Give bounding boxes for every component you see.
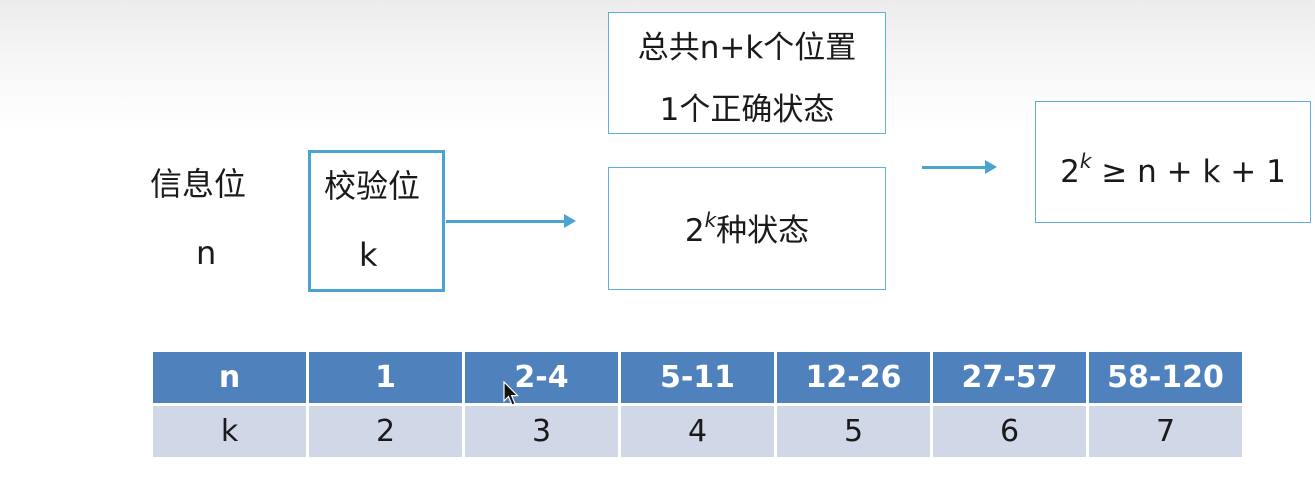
k-row-label: k bbox=[153, 406, 306, 457]
arrow-to-result bbox=[922, 160, 997, 174]
result-rhs: ≥ n + k + 1 bbox=[1091, 154, 1286, 190]
k-cell: 4 bbox=[621, 406, 774, 457]
positions-box: 总共n+k个位置 1个正确状态 bbox=[608, 12, 886, 134]
n-row-label: n bbox=[153, 352, 306, 403]
info-bits-value: n bbox=[196, 234, 217, 272]
n-cell: 2-4 bbox=[465, 352, 618, 403]
k-cell: 7 bbox=[1089, 406, 1242, 457]
positions-line-2: 1个正确状态 bbox=[659, 92, 835, 128]
result-formula: 2k ≥ n + k + 1 bbox=[1036, 151, 1310, 190]
check-bits-label: 校验位 bbox=[324, 167, 421, 205]
k-cell: 6 bbox=[933, 406, 1086, 457]
n-cell: 27-57 bbox=[933, 352, 1086, 403]
k-cell: 2 bbox=[309, 406, 462, 457]
n-row: n 1 2-4 5-11 12-26 27-57 58-120 bbox=[153, 352, 1242, 403]
result-base: 2 bbox=[1060, 154, 1080, 190]
states-base: 2 bbox=[684, 213, 705, 249]
n-cell: 1 bbox=[309, 352, 462, 403]
n-cell: 12-26 bbox=[777, 352, 930, 403]
k-cell: 3 bbox=[465, 406, 618, 457]
states-box: 2k种状态 bbox=[608, 167, 886, 290]
states-text: 2k种状态 bbox=[609, 210, 885, 249]
info-bits-label: 信息位 bbox=[150, 165, 247, 203]
check-bits-value: k bbox=[359, 236, 378, 274]
k-cell: 5 bbox=[777, 406, 930, 457]
result-box: 2k ≥ n + k + 1 bbox=[1035, 101, 1311, 223]
n-k-table: n 1 2-4 5-11 12-26 27-57 58-120 k 2 3 4 … bbox=[150, 349, 1245, 460]
states-exponent: k bbox=[704, 208, 717, 232]
states-suffix: 种状态 bbox=[716, 213, 810, 249]
n-cell: 5-11 bbox=[621, 352, 774, 403]
k-row: k 2 3 4 5 6 7 bbox=[153, 406, 1242, 457]
result-exponent: k bbox=[1079, 149, 1092, 173]
positions-line-1: 总共n+k个位置 bbox=[637, 30, 857, 66]
n-cell: 58-120 bbox=[1089, 352, 1242, 403]
check-bits-box: 校验位 k bbox=[308, 150, 445, 292]
arrow-to-states bbox=[446, 214, 576, 228]
